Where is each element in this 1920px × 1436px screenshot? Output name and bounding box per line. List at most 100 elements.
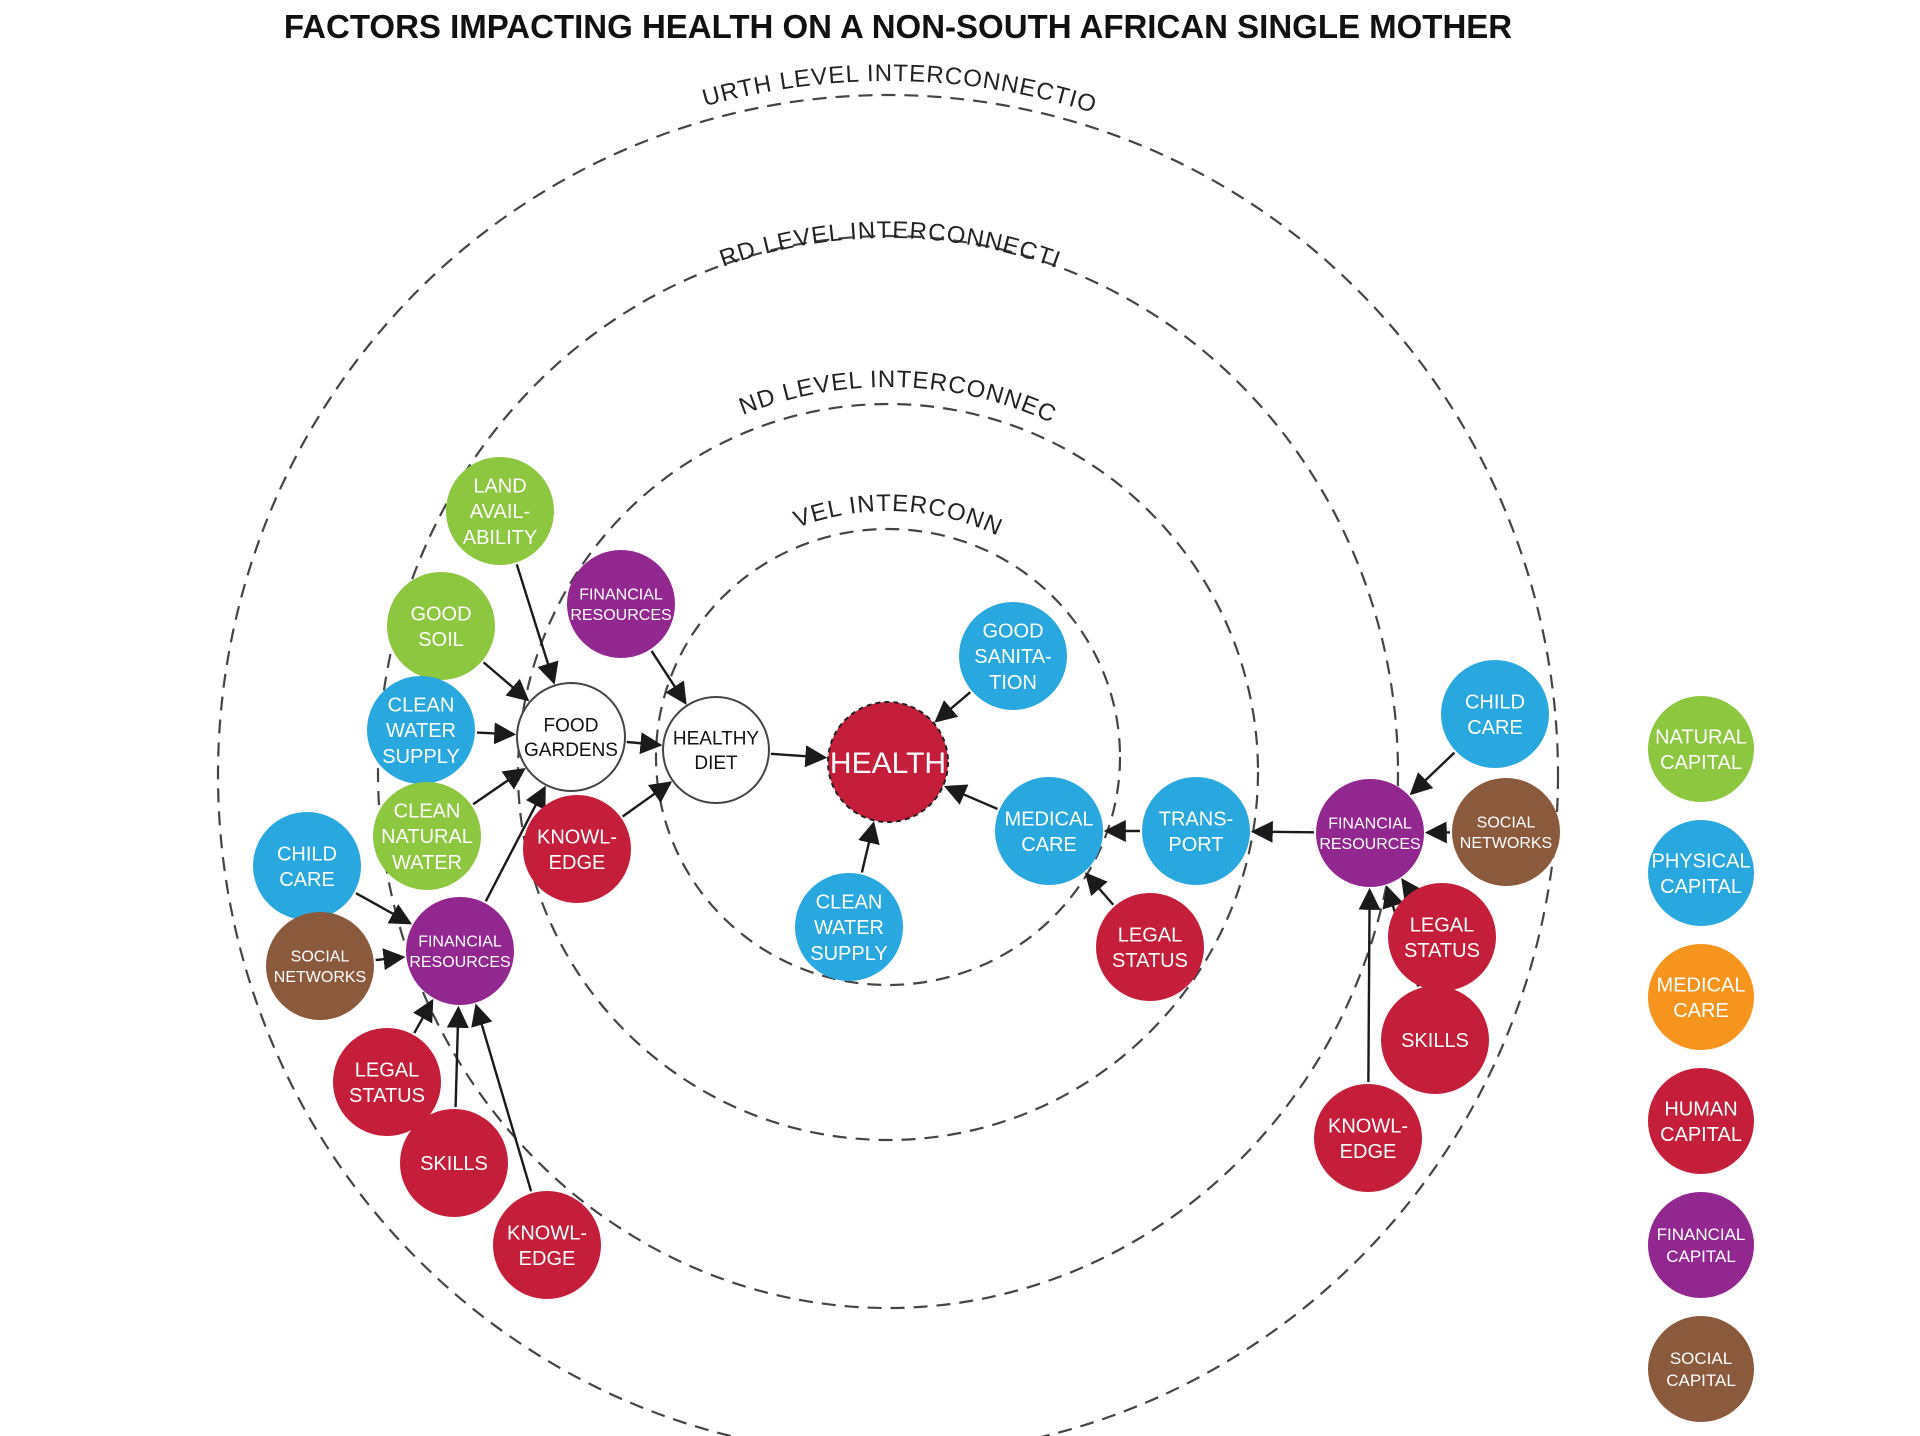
node-knowledge-3-label-line: KNOWL- xyxy=(507,1222,587,1244)
arrow-knowledge-3-to-financial-resources-3 xyxy=(471,1003,533,1192)
node-child-care-1-label-line: CARE xyxy=(1467,717,1523,739)
diagram-nodes: HEALTHHEALTHYDIETFOODGARDENSGOODSANITA-T… xyxy=(253,457,1560,1299)
legend-financial-label-line: CAPITAL xyxy=(1666,1247,1736,1266)
ring-circle-third xyxy=(376,234,1400,1310)
node-land-availability-circle xyxy=(446,457,554,565)
node-financial-resources-3: FINANCIAL RESOURCES xyxy=(406,897,514,1005)
diagram-arrows xyxy=(355,564,1456,1192)
legend-social-label-line: SOCIAL xyxy=(1670,1349,1732,1368)
node-financial-resources-2-label-line: RESOURCES xyxy=(570,607,671,624)
node-land-availability-label-line: AVAIL- xyxy=(470,501,530,523)
node-good-soil-label-line: GOOD xyxy=(410,603,471,625)
legend-financial-circle xyxy=(1648,1192,1754,1298)
legend-physical-circle xyxy=(1648,820,1754,926)
node-transport: TRANS- PORT xyxy=(1142,777,1250,885)
node-social-networks-1-label-line: SOCIAL xyxy=(1477,815,1536,832)
legend-natural-label-line: NATURAL xyxy=(1655,726,1747,748)
node-financial-resources-3-label-line: FINANCIAL xyxy=(418,934,502,951)
node-social-networks-2-label-line: NETWORKS xyxy=(274,969,366,986)
arrow-healthy-diet-to-health xyxy=(770,745,828,768)
node-knowledge-1-circle xyxy=(1314,1084,1422,1192)
legend-financial: FINANCIAL CAPITAL xyxy=(1648,1192,1754,1298)
node-financial-resources-2-label-line: FINANCIAL xyxy=(579,587,663,604)
node-skills-2: SKILLS xyxy=(400,1109,508,1217)
node-clean-water-supply-1-label-line: SUPPLY xyxy=(810,943,887,965)
node-financial-resources-2: FINANCIAL RESOURCES xyxy=(567,550,675,658)
node-child-care-1-label-line: CHILD xyxy=(1465,691,1525,713)
node-health-circle xyxy=(827,701,949,823)
node-food-gardens-label-line: GARDENS xyxy=(524,740,618,761)
node-child-care-2-label-line: CARE xyxy=(279,869,335,891)
node-knowledge-2-label-line: KNOWL- xyxy=(537,826,617,848)
node-clean-water-supply-1-label-line: WATER xyxy=(814,917,884,939)
node-legal-status-2-label-line: STATUS xyxy=(1404,940,1480,962)
node-medical-care-label-line: MEDICAL xyxy=(1005,808,1094,830)
node-land-availability: LAND AVAIL- ABILITY xyxy=(446,457,554,565)
node-financial-resources-3-label-line: RESOURCES xyxy=(409,954,510,971)
legend-human: HUMAN CAPITAL xyxy=(1648,1068,1754,1174)
node-child-care-2-label-line: CHILD xyxy=(277,843,337,865)
node-knowledge-1: KNOWL-EDGE xyxy=(1314,1084,1422,1192)
legend-financial-label-line: FINANCIAL xyxy=(1657,1225,1746,1244)
node-healthy-diet-circle xyxy=(662,696,770,804)
node-knowledge-1-label-line: KNOWL- xyxy=(1328,1115,1408,1137)
node-food-gardens: FOOD GARDENS xyxy=(516,682,626,792)
node-skills-1-circle xyxy=(1381,986,1489,1094)
node-food-gardens-label-line: FOOD xyxy=(544,716,599,737)
arrow-land-availability-to-food-gardens xyxy=(515,564,559,685)
node-clean-natural-water-label-line: CLEAN xyxy=(394,801,461,823)
node-financial-resources-1-label-line: RESOURCES xyxy=(1319,836,1420,853)
node-medical-care-circle xyxy=(995,777,1103,885)
node-legal-status-1-circle xyxy=(1096,893,1204,1001)
node-land-availability-label-line: ABILITY xyxy=(463,527,537,549)
node-legal-status-3-label-line: LEGAL xyxy=(355,1059,419,1081)
legend-natural: NATURAL CAPITAL xyxy=(1648,696,1754,802)
node-good-sanitation-label-line: GOOD xyxy=(982,621,1043,643)
node-knowledge-2-label-line: EDGE xyxy=(549,852,606,874)
node-clean-water-supply-1-circle xyxy=(795,873,903,981)
arrow-financial-resources-1-to-transport xyxy=(1250,820,1315,843)
node-healthy-diet-label-line: HEALTHY xyxy=(673,729,760,750)
node-knowledge-2-circle xyxy=(523,795,631,903)
node-good-soil-circle xyxy=(387,572,495,680)
node-transport-label-line: TRANS- xyxy=(1159,808,1233,830)
node-financial-resources-1-circle xyxy=(1316,779,1424,887)
node-clean-water-supply-2-label-line: SUPPLY xyxy=(382,746,459,768)
legend-medical-circle xyxy=(1648,944,1754,1050)
node-good-soil-label-line: SOIL xyxy=(418,629,464,651)
node-knowledge-3: KNOWL-EDGE xyxy=(493,1191,601,1299)
legend-natural-label-line: CAPITAL xyxy=(1660,752,1742,774)
node-clean-water-supply-2-label-line: WATER xyxy=(386,720,456,742)
node-clean-natural-water-circle xyxy=(373,782,481,890)
node-good-sanitation-label-line: SANITA- xyxy=(974,646,1051,668)
ring-circle-fourth xyxy=(217,94,1559,1436)
node-legal-status-1-label-line: LEGAL xyxy=(1118,924,1182,946)
node-transport-label-line: PORT xyxy=(1168,834,1223,856)
arrow-clean-water-supply-1-to-health xyxy=(858,821,880,873)
arrow-financial-resources-2-to-healthy-diet xyxy=(650,650,687,705)
node-land-availability-label-line: LAND xyxy=(473,476,526,498)
legend-physical-label-line: CAPITAL xyxy=(1660,876,1742,898)
arrow-legal-status-3-to-financial-resources-3 xyxy=(413,998,434,1034)
legend: NATURALCAPITALPHYSICALCAPITALMEDICALCARE… xyxy=(1648,696,1754,1422)
node-legal-status-2-circle xyxy=(1388,883,1496,991)
arrow-child-care-2-to-financial-resources-3 xyxy=(355,892,413,925)
legend-human-label-line: HUMAN xyxy=(1664,1098,1737,1120)
arrow-child-care-1-to-financial-resources-1 xyxy=(1409,751,1456,796)
legend-human-label-line: CAPITAL xyxy=(1660,1124,1742,1146)
arrow-knowledge-1-to-financial-resources-1 xyxy=(1358,887,1381,1083)
arrow-knowledge-2-to-healthy-diet xyxy=(621,781,673,818)
arrow-legal-status-1-to-medical-care xyxy=(1084,872,1115,906)
arrow-good-sanitation-to-health xyxy=(934,691,972,723)
node-skills-1-label-line: SKILLS xyxy=(1401,1030,1469,1052)
node-child-care-2: CHILD CARE xyxy=(253,812,361,920)
